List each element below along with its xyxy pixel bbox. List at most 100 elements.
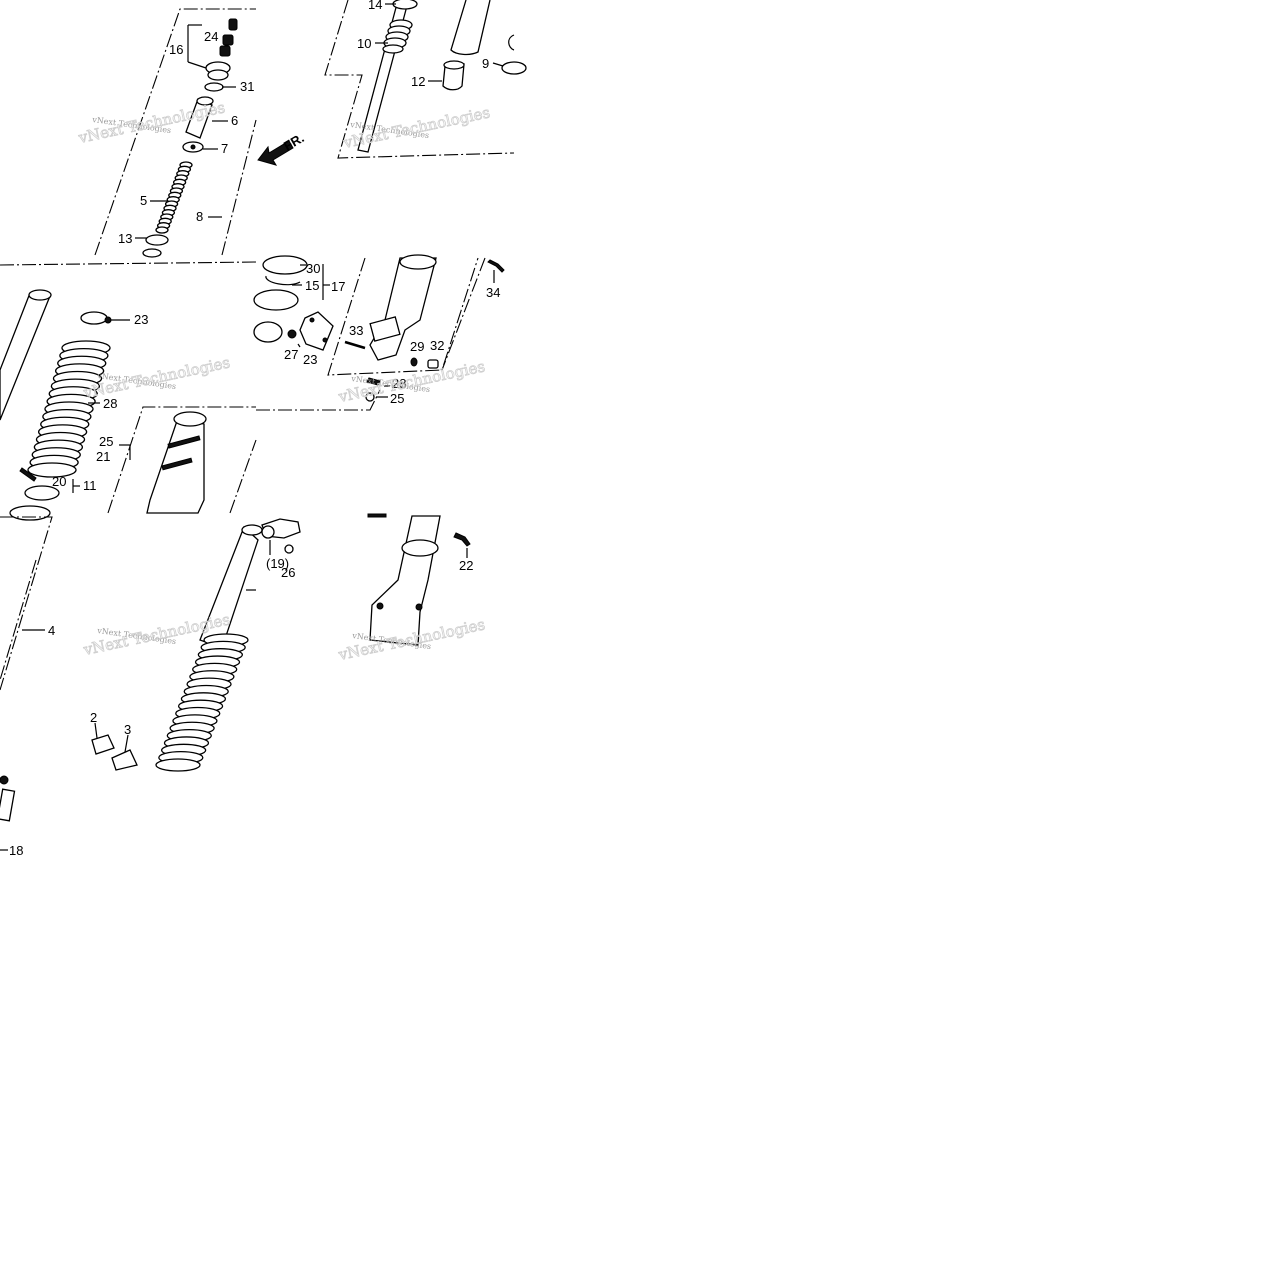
bolt-part <box>0 775 9 785</box>
callout-22: 11 <box>83 478 97 493</box>
fork-boot-part <box>155 633 249 772</box>
bolt-part <box>415 603 423 611</box>
callout-13: 13 <box>118 231 132 246</box>
fork-cap-part <box>207 69 229 81</box>
ring-part <box>145 234 169 246</box>
drain-bolt-part <box>427 359 439 369</box>
frame-line <box>327 257 479 376</box>
axle-holder-part <box>322 337 328 343</box>
washer-part <box>190 144 196 150</box>
oil-seal-part <box>253 321 283 343</box>
coil-segment <box>155 226 169 234</box>
fork-tube-part <box>241 524 263 536</box>
callout-7: 7 <box>221 141 228 156</box>
tile-bottom-left: 4 2 3 18 vNext Technologies vNext Techno… <box>0 516 263 858</box>
seal-part <box>501 61 527 75</box>
tile-top-right: FR. 14 10 12 9 vNext Technologies vNext … <box>257 0 527 166</box>
stud-part <box>344 340 366 350</box>
callout-11: 25 <box>99 434 113 449</box>
bolt-part <box>0 788 16 822</box>
bolt-part <box>222 34 234 46</box>
callout-16: 16 <box>169 42 183 57</box>
callout-12: 12 <box>411 74 425 89</box>
axle-holder-part <box>309 317 315 323</box>
slider-part <box>167 435 201 449</box>
callout-5: 5 <box>140 193 147 208</box>
screw-part <box>487 259 505 273</box>
fork-spring-part <box>155 161 193 234</box>
boot-clamp-part <box>80 311 108 325</box>
axle-holder-part <box>299 311 334 351</box>
callout-3: 3 <box>124 722 131 737</box>
callout-19: 21 <box>96 449 110 464</box>
ring-part <box>142 248 162 258</box>
o-ring-part <box>204 82 224 92</box>
oil-seal-part <box>253 289 299 311</box>
leader-line <box>297 343 301 348</box>
fork-tube-part <box>0 292 51 421</box>
leader-line <box>187 61 207 69</box>
callout-1: (19) <box>266 556 289 571</box>
callout-28: 28 <box>392 376 406 391</box>
callout-4: 4 <box>48 623 55 638</box>
callout-35: 26 <box>281 565 295 580</box>
frame-line <box>94 8 256 256</box>
axle-clamp-part <box>261 525 275 539</box>
washer-part <box>365 392 375 402</box>
tile-top-left: 24 16 31 6 7 5 8 13 vNext Technologies v… <box>76 8 257 258</box>
washer-part <box>410 357 418 367</box>
coil-segment <box>155 758 201 772</box>
fork-slider-part <box>369 515 441 646</box>
fork-slider-part <box>367 513 387 518</box>
guard-bracket-part <box>111 749 138 771</box>
seal-part <box>508 34 515 51</box>
frame-line <box>107 406 256 514</box>
frame-line <box>441 257 486 371</box>
bolt-part <box>366 377 381 386</box>
callout-31: 31 <box>240 79 254 94</box>
callout-2: 2 <box>90 710 97 725</box>
leader-line <box>94 722 98 739</box>
coil-segment <box>27 462 77 478</box>
callout-27: 27 <box>284 347 298 362</box>
callout-29: 29 <box>410 339 424 354</box>
leader-line <box>124 734 129 753</box>
oil-lock-piece-part <box>443 60 465 70</box>
tile-middle-right: 30 15 17 34 33 29 32 27 23 28 25 vNext T… <box>253 254 505 411</box>
boot-clamp-part <box>24 485 60 501</box>
callout-30: 30 <box>306 261 320 276</box>
bolt-part <box>219 45 231 57</box>
fork-slider-part <box>399 254 437 270</box>
stopper-ring-part <box>265 275 301 286</box>
callout-14: 14 <box>368 0 382 12</box>
callout-24: 24 <box>204 29 218 44</box>
fork-slider-part <box>369 257 437 361</box>
callout-23: 23 <box>303 352 317 367</box>
bolt-part <box>376 602 384 610</box>
callout-10: 10 <box>357 36 371 51</box>
bolt-part <box>453 532 471 547</box>
bolt-part <box>228 18 238 31</box>
callout-18: 18 <box>9 843 23 858</box>
outer-tube-part <box>450 0 491 56</box>
nut-part <box>287 329 297 339</box>
frame-line <box>0 559 37 681</box>
frame-line <box>0 516 53 691</box>
leader-line <box>492 62 504 67</box>
frame-line <box>229 439 257 514</box>
callout-15: 15 <box>305 278 319 293</box>
tile-middle-left: 23 28 25 21 20 11 vNext Technologies vNe… <box>0 261 257 521</box>
frame-line <box>221 119 257 256</box>
callout-20: 28 <box>103 396 117 411</box>
spacer-part <box>196 96 214 106</box>
nut-part <box>284 544 294 554</box>
clamp-screw-part <box>19 467 37 482</box>
callout-8: 8 <box>196 209 203 224</box>
fork-boot-part <box>27 340 111 478</box>
callout-9: 9 <box>482 56 489 71</box>
dust-seal-part <box>262 255 308 275</box>
callout-34: 34 <box>486 285 500 300</box>
callout-6: 6 <box>231 113 238 128</box>
slider-part <box>173 411 207 427</box>
